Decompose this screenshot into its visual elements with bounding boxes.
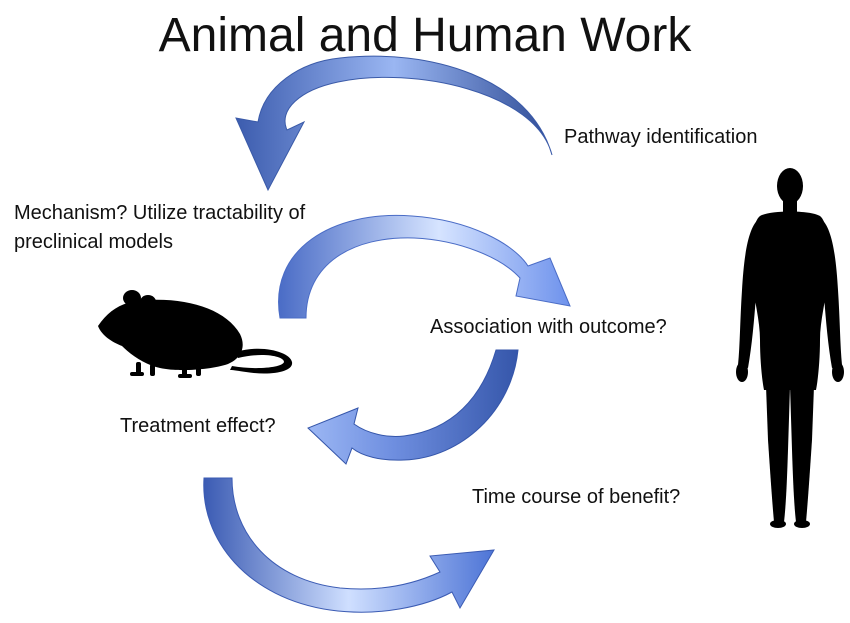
label-mechanism-line1: Mechanism? Utilize tractability of (14, 202, 306, 224)
mouse-silhouette-icon (98, 290, 293, 378)
arrow-middle-upper (278, 214, 571, 319)
human-silhouette-icon (736, 168, 844, 528)
label-pathway-identification: Pathway identification (564, 126, 758, 148)
label-mechanism-line2: preclinical models (14, 231, 173, 253)
label-association-with-outcome: Association with outcome? (430, 316, 667, 338)
arrow-middle-lower (307, 349, 519, 465)
label-time-course-of-benefit: Time course of benefit? (472, 486, 681, 508)
arrow-top (235, 55, 553, 192)
label-treatment-effect: Treatment effect? (120, 415, 276, 437)
slide-title: Animal and Human Work (158, 9, 692, 62)
arrow-bottom (203, 477, 495, 613)
